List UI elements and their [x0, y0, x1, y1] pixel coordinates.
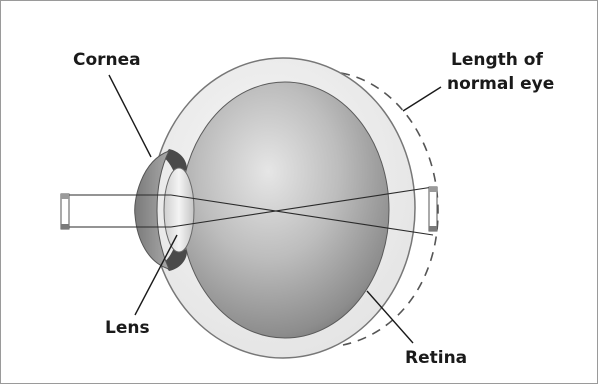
image-marker	[429, 187, 437, 231]
lens-shape	[164, 168, 194, 252]
object-marker	[61, 194, 69, 229]
normal-eye-leader-line	[403, 87, 441, 111]
cornea-leader-line	[109, 75, 151, 157]
cornea-label: Cornea	[73, 50, 141, 70]
normal-eye-label-line2: normal eye	[447, 74, 554, 94]
lens-label: Lens	[105, 318, 150, 338]
retina-label: Retina	[405, 348, 467, 368]
normal-eye-label-line1: Length of	[451, 50, 543, 70]
